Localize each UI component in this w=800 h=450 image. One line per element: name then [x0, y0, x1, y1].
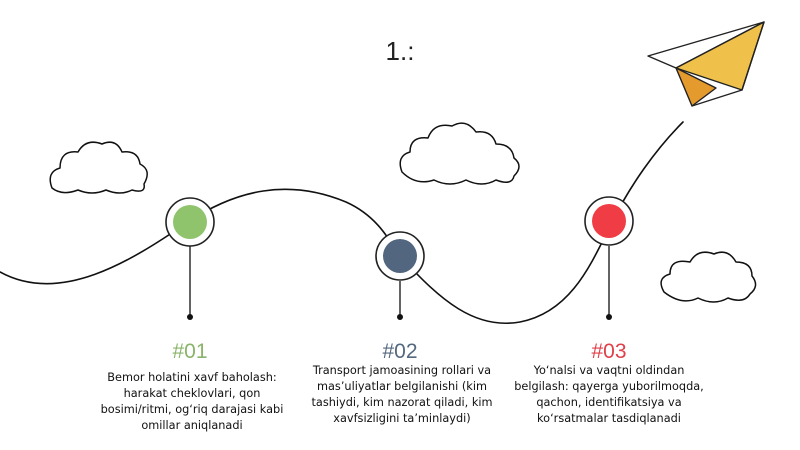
cloud-icon — [399, 122, 520, 185]
cloud-icon — [49, 141, 148, 194]
step-2-description: Transport jamoasining rollari va mas’uli… — [311, 364, 493, 425]
slide-title: 1.: — [385, 36, 415, 66]
step-1-description: Bemor holatini xavf baholash: harakat ch… — [100, 371, 284, 432]
milestone-3-dot — [592, 204, 626, 238]
step-3-number: #03 — [591, 340, 627, 363]
paper-plane-icon — [647, 21, 765, 107]
milestone-1-dot — [173, 205, 207, 239]
cloud-icon — [660, 251, 757, 303]
milestone-2-dot — [383, 239, 417, 273]
step-2-number: #02 — [382, 340, 418, 363]
milestone-3 — [584, 196, 634, 320]
milestone-2 — [375, 231, 425, 320]
step-1-number: #01 — [172, 340, 208, 363]
milestone-1 — [165, 197, 215, 320]
step-3-description: Yo‘nalsi va vaqtni oldindan belgilash: q… — [514, 364, 704, 425]
